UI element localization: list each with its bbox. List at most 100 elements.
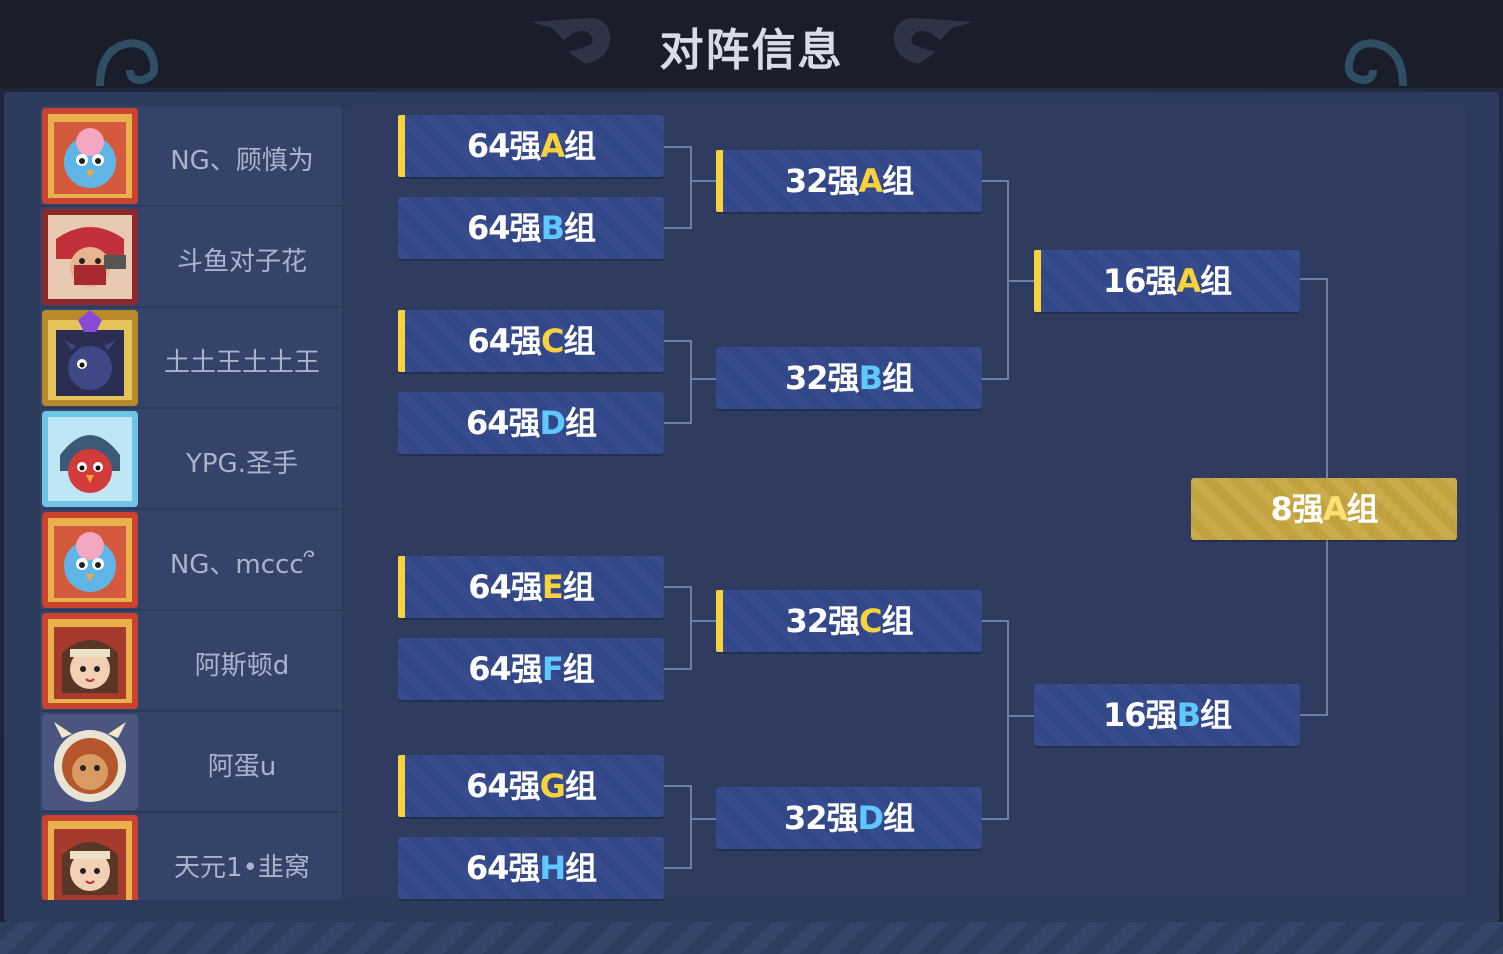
- player-row[interactable]: 土土王土土王: [40, 308, 342, 409]
- player-row[interactable]: 阿斯顿d: [40, 611, 342, 712]
- match-label-text: 组: [1199, 696, 1232, 734]
- match-label-text: 64强: [466, 767, 541, 805]
- blue-bird-avatar-icon: [42, 108, 138, 204]
- connector-line: [982, 180, 1008, 182]
- player-name: 土土王土土王: [163, 348, 320, 378]
- group-letter: A: [1322, 490, 1348, 528]
- player-row[interactable]: 阿蛋u: [40, 712, 342, 813]
- dark-beast-avatar-icon: [42, 310, 138, 406]
- match-label: 64强E组: [398, 556, 664, 618]
- corner-ornament-left-icon: [96, 39, 159, 87]
- match-r64-d[interactable]: 64强D组: [398, 392, 664, 454]
- match-r32-a[interactable]: 32强A组: [716, 150, 982, 212]
- match-label: 64强H组: [398, 837, 664, 899]
- match-label-text: 组: [562, 568, 595, 606]
- connector-line: [690, 180, 717, 182]
- match-label-text: 32强: [783, 799, 859, 837]
- connector-line: [690, 785, 692, 869]
- player-name: 阿斯顿d: [194, 651, 290, 681]
- right-cloud-ornament-icon: [894, 18, 974, 64]
- connector-line: [1300, 714, 1327, 716]
- connector-line: [1007, 715, 1035, 717]
- match-r16-b[interactable]: 16强B组: [1034, 684, 1300, 746]
- connector-line: [690, 586, 692, 670]
- player-name: YPG.圣手: [186, 449, 298, 479]
- player-name: 天元1•韭窝: [174, 853, 310, 883]
- match-r64-a[interactable]: 64强A组: [398, 115, 664, 177]
- connector-line: [663, 227, 691, 229]
- match-label-text: 32强: [784, 162, 860, 200]
- footer-pattern: [0, 922, 1503, 954]
- match-label-text: 组: [564, 127, 596, 165]
- girl-warrior-avatar-icon: [42, 613, 138, 709]
- match-label-text: 组: [1346, 490, 1379, 528]
- connector-line: [690, 620, 717, 622]
- group-letter: E: [541, 568, 564, 606]
- group-letter: D: [539, 404, 566, 442]
- match-r64-h[interactable]: 64强H组: [398, 837, 664, 899]
- match-label-text: 组: [562, 650, 595, 688]
- match-label: 64强A组: [398, 115, 664, 177]
- connector-line: [690, 378, 717, 380]
- lion-warrior-avatar-icon: [42, 714, 138, 810]
- group-letter: F: [541, 650, 564, 688]
- player-row[interactable]: YPG.圣手: [40, 409, 342, 510]
- match-r32-c[interactable]: 32强C组: [716, 590, 982, 652]
- group-letter: B: [540, 209, 565, 247]
- match-r32-d[interactable]: 32强D组: [716, 787, 982, 849]
- player-row[interactable]: NG、mccc՞: [40, 510, 342, 611]
- match-r32-b[interactable]: 32强B组: [716, 347, 982, 409]
- group-letter: A: [540, 127, 565, 165]
- player-name: 斗鱼对子花: [176, 247, 307, 277]
- match-label: 16强A组: [1034, 250, 1300, 312]
- group-letter: A: [1176, 262, 1201, 300]
- connector-line: [663, 785, 691, 787]
- match-label-text: 组: [881, 602, 914, 640]
- match-r64-g[interactable]: 64强G组: [398, 755, 664, 817]
- match-label-text: 组: [1200, 262, 1232, 300]
- match-r64-f[interactable]: 64强F组: [398, 638, 664, 700]
- connector-line: [663, 146, 691, 148]
- match-label-text: 64强: [468, 650, 543, 688]
- match-label-text: 组: [565, 404, 597, 442]
- match-label: 32强D组: [716, 787, 982, 849]
- page-title: 对阵信息: [659, 25, 844, 76]
- match-label: 16强B组: [1034, 684, 1300, 746]
- match-label: 32强C组: [716, 590, 982, 652]
- match-label: 64强B组: [398, 197, 664, 259]
- connector-line: [982, 818, 1008, 820]
- match-label-text: 16强: [1102, 262, 1178, 300]
- match-label-text: 64强: [467, 209, 542, 247]
- connector-line: [663, 668, 691, 670]
- match-label: 64强F组: [398, 638, 664, 700]
- blue-bird-avatar-icon: [42, 512, 138, 608]
- group-letter: G: [539, 767, 566, 805]
- match-label-text: 组: [881, 359, 914, 397]
- match-label-text: 32强: [785, 602, 860, 640]
- connector-line: [982, 620, 1008, 622]
- match-r64-b[interactable]: 64强B组: [398, 197, 664, 259]
- match-r16-a[interactable]: 16强A组: [1034, 250, 1300, 312]
- group-letter: C: [859, 602, 883, 640]
- match-label-text: 8强: [1270, 490, 1323, 528]
- match-label-text: 组: [882, 162, 914, 200]
- match-label-text: 组: [564, 767, 597, 805]
- group-letter: D: [857, 799, 884, 837]
- match-label-text: 64强: [466, 127, 542, 165]
- match-r8-a[interactable]: 8强A组: [1191, 478, 1457, 540]
- player-row[interactable]: NG、顾慎为: [40, 106, 342, 207]
- match-label-text: 组: [565, 849, 597, 887]
- match-label-text: 32强: [785, 359, 860, 397]
- connector-line: [1007, 280, 1035, 282]
- match-label-text: 64强: [465, 404, 541, 442]
- match-r64-e[interactable]: 64强E组: [398, 556, 664, 618]
- connector-line: [690, 818, 717, 820]
- match-label: 32强B组: [716, 347, 982, 409]
- match-r64-c[interactable]: 64强C组: [398, 310, 664, 372]
- red-bird-avatar-icon: [42, 411, 138, 507]
- connector-line: [1007, 620, 1009, 820]
- player-row[interactable]: 天元1•韭窝: [40, 813, 342, 900]
- match-label-text: 64强: [468, 568, 543, 606]
- player-row[interactable]: 斗鱼对子花: [40, 207, 342, 308]
- connector-line: [663, 340, 691, 342]
